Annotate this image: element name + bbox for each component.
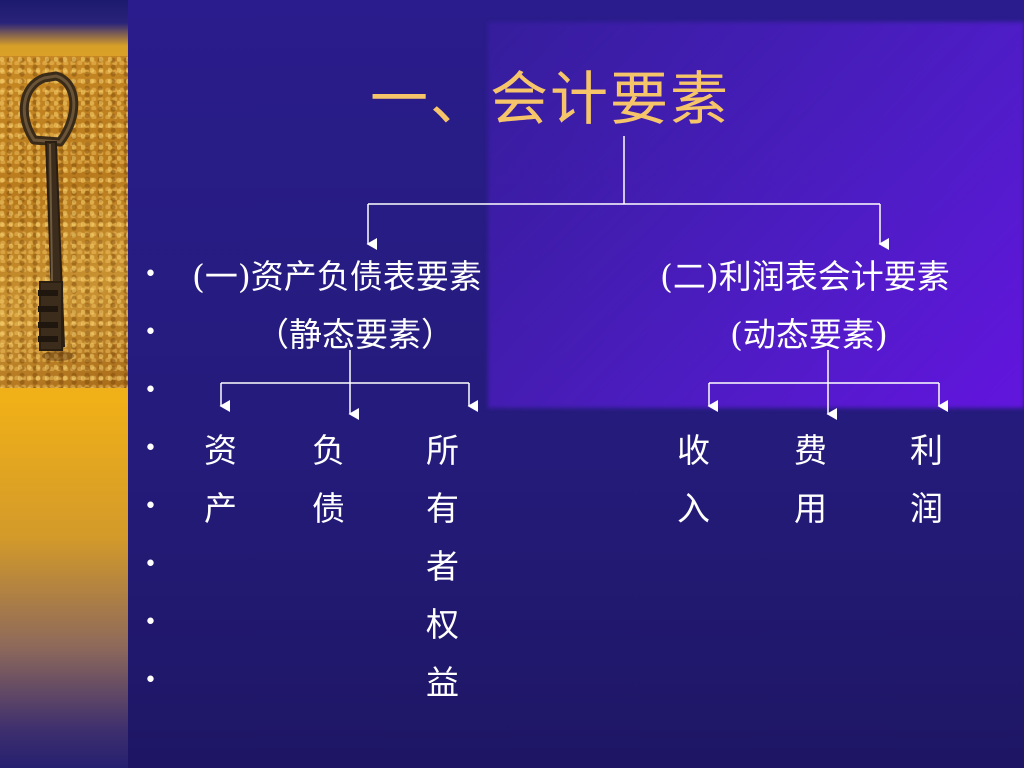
bullet-marker: • [144, 610, 157, 635]
static-elements-label: （静态要素） [256, 315, 454, 354]
owners-equity-char: 益 [426, 663, 459, 702]
bullet-marker: • [144, 262, 157, 287]
owners-equity-char: 有 [426, 489, 459, 528]
profit-char: 利 [910, 431, 943, 470]
bullet-marker: • [144, 436, 157, 461]
bullet-marker: • [144, 378, 157, 403]
expenses-char: 用 [794, 489, 827, 528]
revenue-char: 收 [677, 431, 710, 470]
bullet-marker: • [144, 552, 157, 577]
bullet-marker: • [144, 320, 157, 345]
expenses-char: 费 [794, 431, 827, 470]
bullet-marker: • [144, 668, 157, 693]
liabilities-char: 负 [312, 431, 345, 470]
income-statement-elements-heading: (二)利润表会计要素 [660, 257, 950, 296]
assets-char: 产 [204, 489, 237, 528]
background-glow [488, 22, 1024, 408]
assets-char: 资 [204, 431, 237, 470]
slide-title: 一、会计要素 [370, 65, 731, 133]
owners-equity-char: 所 [426, 431, 459, 470]
bullet-marker: • [144, 494, 157, 519]
owners-equity-char: 者 [426, 547, 459, 586]
revenue-char: 入 [677, 489, 710, 528]
dynamic-elements-label: (动态要素) [730, 315, 888, 354]
owners-equity-char: 权 [426, 605, 459, 644]
liabilities-char: 债 [312, 489, 345, 528]
balance-sheet-elements-heading: (一)资产负债表要素 [192, 257, 482, 296]
old-iron-key-icon [0, 56, 128, 388]
profit-char: 润 [910, 489, 943, 528]
